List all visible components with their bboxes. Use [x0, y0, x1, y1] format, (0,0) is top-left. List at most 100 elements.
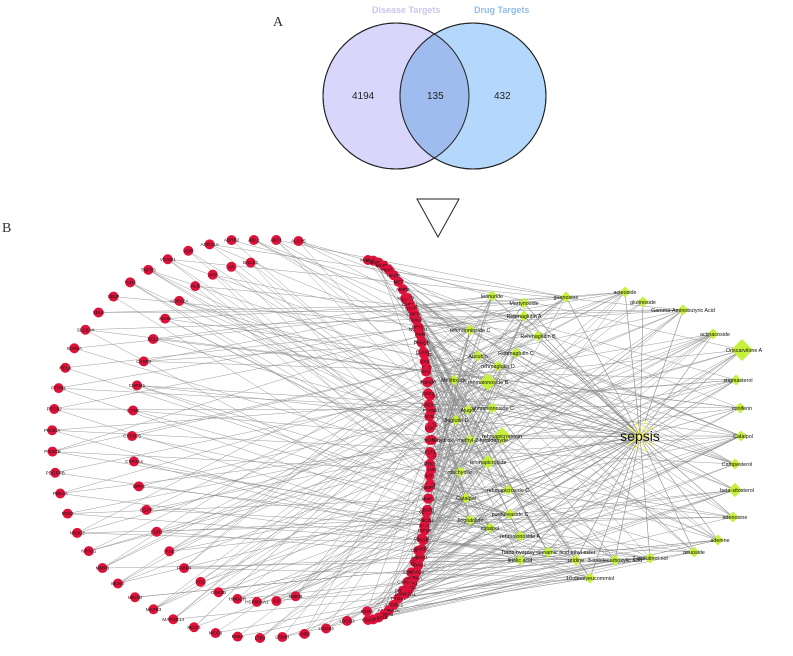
gene-node-circle	[424, 435, 435, 446]
compound-node-glutinoside: glutinoside	[630, 296, 656, 308]
edge-gene-compound	[407, 463, 736, 592]
edge-gene-compound	[136, 385, 457, 421]
gene-node-label: MAPK3	[146, 607, 162, 612]
edge-gene-compound	[156, 531, 521, 561]
hub-label: sepsis	[620, 428, 660, 444]
gene-node-circle	[93, 307, 104, 318]
gene-node-flt3: FLT3	[425, 446, 436, 457]
gene-node-ca1: CA1	[421, 366, 432, 377]
gene-node-circle	[424, 411, 435, 422]
edge-gene-compound	[429, 435, 503, 465]
compound-diamond	[462, 404, 474, 416]
edge-hub-compound	[523, 302, 641, 437]
gene-node-circle	[195, 576, 206, 587]
compound-label: 5-hydroxy-methyl-2-furaldehyde	[432, 438, 508, 444]
edge-gene-compound	[88, 439, 471, 552]
compound-label: rehmaglutin D	[481, 364, 515, 370]
edge-gene-compound	[195, 285, 525, 317]
edge-gene-compound	[415, 309, 684, 319]
compound-diamond	[560, 291, 572, 303]
compound-node-aucubin: Aucubin	[468, 350, 488, 362]
gene-node-label: TNF	[427, 467, 436, 472]
edge-hub-compound	[565, 296, 641, 437]
compound-label: Rehmaglutin A	[506, 314, 541, 320]
edge-gene-compound	[429, 333, 714, 476]
edge-gene-compound	[388, 269, 743, 351]
edge-hub-compound	[624, 291, 641, 437]
gene-node-label: ALB	[191, 284, 200, 289]
edge-gene-compound	[136, 385, 695, 553]
gene-node-apex1: APEX1	[421, 399, 437, 410]
compound-diamond	[464, 324, 476, 336]
gene-node-label: ELANE	[416, 349, 431, 354]
gene-node-circle	[112, 578, 123, 589]
compound-node-rehmaionoside-a: rehmaionoside A	[500, 530, 540, 542]
edge-gene-compound	[146, 509, 491, 529]
gene-node-hmgcr: HMGCR	[229, 593, 247, 604]
edge-gene-compound	[117, 296, 567, 584]
edge-hub-compound	[519, 435, 641, 537]
edge-gene-compound	[58, 291, 626, 389]
edge-gene-compound	[276, 239, 479, 357]
gene-node-label: ABCB1	[420, 507, 436, 512]
gene-node-ctsk: CTSK	[127, 405, 140, 416]
gene-node-circle	[277, 632, 288, 643]
edge-gene-compound	[388, 577, 591, 611]
edge-gene-compound	[153, 301, 644, 610]
gene-node-slc6a4: SLC6A4	[77, 324, 94, 335]
gene-node-circle	[422, 504, 433, 515]
edge-gene-compound	[98, 309, 684, 313]
gene-node-label: LCK	[425, 426, 435, 431]
edge-gene-compound	[173, 577, 591, 620]
gene-node-circle	[424, 423, 435, 434]
gene-node-label: PGR	[415, 332, 426, 337]
gene-node-adrb2: ADRB2	[224, 235, 240, 246]
gene-node-label: SYK	[425, 414, 435, 419]
gene-node-selp: SELP	[108, 291, 119, 302]
gene-node-il6: IL6	[271, 595, 282, 606]
edge-gene-compound	[74, 291, 626, 349]
gene-node-circle	[254, 632, 265, 643]
edge-gene-compound	[429, 291, 626, 453]
panel-a-letter: A	[273, 15, 284, 30]
edge-gene-compound	[373, 260, 577, 561]
edge-gene-compound	[423, 497, 467, 541]
gene-node-label: NR3C1	[81, 549, 97, 554]
compound-node-leonuride: leonuride	[481, 290, 503, 302]
edge-gene-compound	[429, 355, 479, 465]
gene-node-fabp4: FABP4	[177, 563, 192, 574]
edge-gene-compound	[426, 516, 734, 521]
edge-gene-compound	[167, 259, 521, 537]
edge-gene-compound	[378, 559, 616, 618]
gene-node-label: MCM7	[111, 581, 125, 586]
edge-gene-compound	[165, 318, 651, 559]
compound-diamond	[486, 402, 498, 414]
compound-label: Melittoside	[441, 378, 467, 384]
gene-node-label: HSP90AA1	[245, 599, 269, 604]
gene-node-label: PAKA	[232, 634, 245, 639]
edge-gene-compound	[429, 427, 471, 441]
edge-gene-compound	[428, 291, 626, 488]
gene-node-mco4: MCO4	[187, 622, 201, 633]
edge-gene-compound	[428, 489, 509, 499]
hub-spoke	[626, 435, 641, 446]
edge-gene-compound	[131, 435, 511, 515]
compound-label: uridine	[568, 558, 584, 564]
edge-hub-compound	[639, 349, 743, 437]
compound-label: glutinoside	[630, 300, 656, 306]
compound-diamond	[570, 554, 582, 566]
edge-gene-compound	[153, 296, 567, 610]
gene-node-label: DPP4	[133, 484, 145, 489]
compound-node-beta-sitosterol: beta-sitosterol	[720, 482, 754, 498]
gene-node-label: FOS	[196, 579, 205, 584]
gene-node-label: AURKA	[406, 576, 423, 581]
edge-gene-compound	[418, 291, 626, 566]
edge-gene-compound	[421, 333, 714, 550]
gene-node-f10: F10	[164, 546, 175, 557]
gene-node-ltb3: LTB3	[254, 632, 266, 643]
venn-diagram: Disease Targets Drug Targets 4194 135 43…	[322, 5, 547, 170]
gene-node-fos: FOS	[195, 576, 206, 587]
gene-node-mco6: MCO6	[209, 628, 223, 639]
gene-node-hrh1: HRH1	[412, 321, 425, 332]
gene-node-circle	[55, 488, 66, 499]
